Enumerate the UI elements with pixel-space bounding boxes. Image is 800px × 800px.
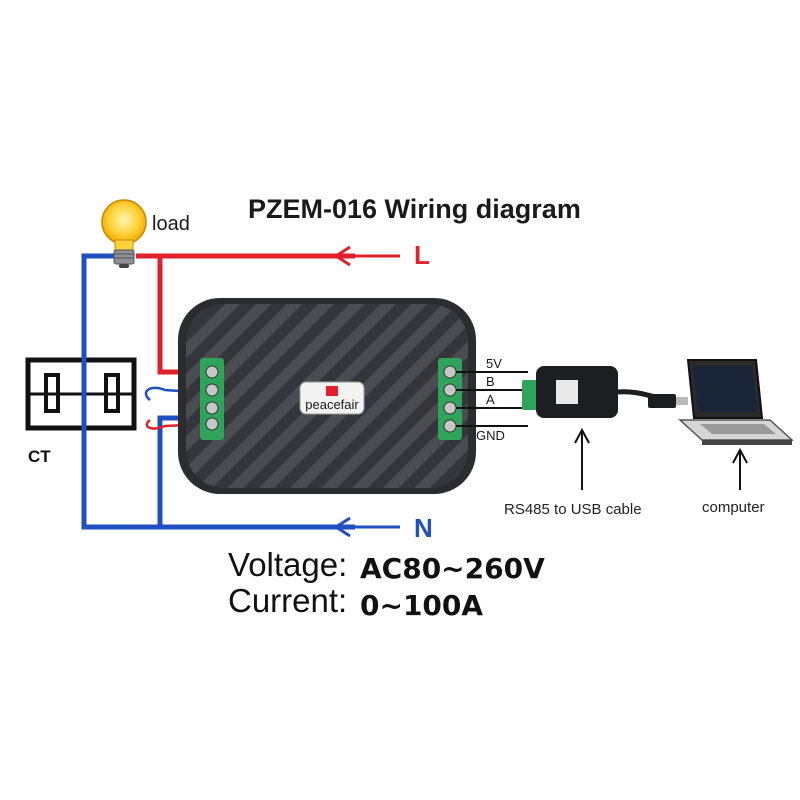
current-key: Current: [228, 582, 347, 619]
rs485-wires [456, 371, 528, 427]
computer-pointer-arrow [732, 447, 748, 490]
voltage-key: Voltage: [228, 546, 347, 583]
current-value: 0~100A [360, 589, 483, 622]
line-label: L [414, 240, 430, 270]
current-transformer [25, 352, 137, 436]
pin-5v: 5V [486, 356, 502, 371]
usb-adapter [522, 366, 688, 418]
cable-pointer-arrow [574, 427, 590, 490]
cable-label: RS485 to USB cable [504, 501, 642, 518]
voltage-value: AC80~260V [360, 552, 545, 585]
pzem-device: peacefair [178, 298, 476, 494]
load-label: load [152, 213, 190, 235]
ct-label: CT [28, 447, 51, 466]
rs485-terminal-block [438, 358, 462, 440]
brand-label: peacefair [305, 397, 359, 412]
diagram-title: PZEM-016 Wiring diagram [248, 194, 581, 224]
laptop-icon [678, 359, 794, 445]
line-arrow [333, 245, 400, 267]
pin-gnd: GND [476, 428, 505, 443]
bulb-icon [101, 199, 147, 268]
neutral-arrow [333, 516, 400, 538]
computer-label: computer [702, 499, 765, 516]
pin-a: A [486, 392, 495, 407]
pin-b: B [486, 374, 495, 389]
power-terminal-block [200, 358, 224, 440]
neutral-label: N [414, 513, 433, 543]
